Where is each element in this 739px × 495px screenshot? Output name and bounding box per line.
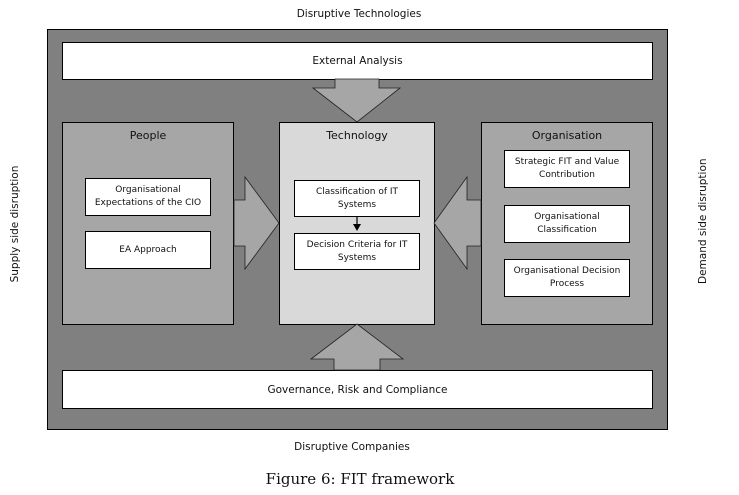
right-arrow-icon: [233, 175, 280, 271]
technology-box-classification: Classification of IT Systems: [294, 180, 420, 217]
down-arrow-icon: [311, 78, 402, 123]
up-arrow-icon: [309, 323, 405, 371]
technology-box-decision-criteria: Decision Criteria for IT Systems: [294, 233, 420, 270]
organisation-box-decision-process: Organisational Decision Process: [504, 259, 630, 297]
people-title: People: [129, 129, 167, 142]
governance-bar: Governance, Risk and Compliance: [62, 370, 653, 409]
people-box-expectations: Organisational Expectations of the CIO: [85, 178, 211, 216]
left-arrow-icon: [433, 175, 482, 271]
organisation-box-classification: Organisational Classification: [504, 205, 630, 243]
left-label: Supply side disruption: [9, 165, 21, 283]
people-box-ea-approach: EA Approach: [85, 231, 211, 269]
top-label: Disruptive Technologies: [296, 8, 422, 20]
people-panel: People Organisational Expectations of th…: [62, 122, 234, 325]
organisation-panel: Organisation Strategic FIT and Value Con…: [481, 122, 653, 325]
right-label: Demand side disruption: [697, 158, 709, 284]
connector-arrowhead-icon: [353, 224, 361, 231]
technology-title: Technology: [326, 129, 388, 142]
bottom-label: Disruptive Companies: [294, 441, 410, 453]
figure-caption: Figure 6: FIT framework: [265, 470, 455, 488]
organisation-box-strategic-fit: Strategic FIT and Value Contribution: [504, 150, 630, 188]
organisation-title: Organisation: [531, 129, 603, 142]
